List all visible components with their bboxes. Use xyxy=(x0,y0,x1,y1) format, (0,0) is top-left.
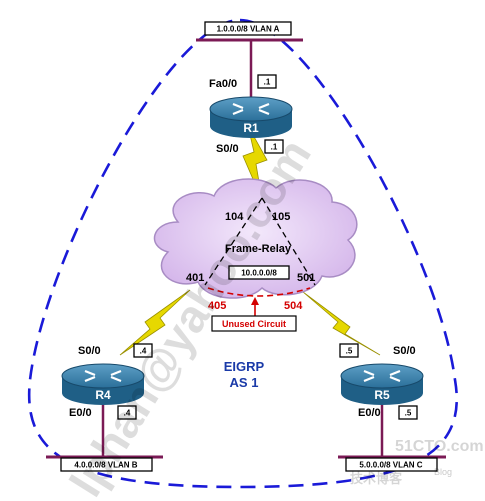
vlan-a-label: 1.0.0.0/8 VLAN A xyxy=(217,25,280,34)
r4-s-interface: S0/0 xyxy=(78,345,101,357)
eigrp-domain-boundary xyxy=(27,18,458,489)
r5-s-interface: S0/0 xyxy=(393,345,416,357)
r5-e-ip: .5 xyxy=(405,409,412,418)
unused-circuit-label: Unused Circuit xyxy=(222,319,286,329)
frame-relay-net-label: 10.0.0.0/8 xyxy=(241,269,277,278)
vlan-c-label-box xyxy=(345,457,438,472)
eigrp-as-label: AS 1 xyxy=(230,375,259,390)
router-r5 xyxy=(340,363,424,405)
r4-s-ip: .4 xyxy=(140,347,147,356)
unused-circuit-arrow-head xyxy=(251,297,259,305)
blog-watermark: Blog xyxy=(434,467,452,477)
router-r1-name: R1 xyxy=(243,121,259,135)
vlan-a-label-box xyxy=(204,21,292,36)
r1-s-interface: S0/0 xyxy=(216,143,239,155)
router-r4 xyxy=(61,363,145,405)
vlan-b-label: 4.0.0.0/8 VLAN B xyxy=(74,461,137,470)
blog-cn-watermark: 技术博客 xyxy=(350,471,403,486)
site-watermark: 51CTO.com xyxy=(395,438,484,455)
r5-s-ip: .5 xyxy=(346,347,353,356)
r4-s-ip-box xyxy=(133,343,153,358)
r1-fa-ip: .1 xyxy=(264,78,271,87)
dlci-504: 504 xyxy=(284,300,303,312)
frame-relay-cloud xyxy=(153,178,358,299)
pvc-105-501 xyxy=(261,197,316,286)
dlci-401: 401 xyxy=(186,272,204,284)
frame-relay-net-box xyxy=(228,265,290,280)
router-r5-name: R5 xyxy=(374,388,390,402)
vlan-b-label-box xyxy=(60,457,153,472)
dlci-405: 405 xyxy=(208,300,226,312)
eigrp-label: EIGRP xyxy=(224,359,265,374)
r4-e-ip-box xyxy=(117,405,137,420)
r5-e-interface: E0/0 xyxy=(358,407,381,419)
r4-e-ip: .4 xyxy=(124,409,131,418)
router-r4-name: R4 xyxy=(95,388,111,402)
dlci-104: 104 xyxy=(225,211,244,223)
r1-s-ip-box xyxy=(264,139,284,154)
r5-e-ip-box xyxy=(398,405,418,420)
r4-serial-link xyxy=(119,289,191,356)
frame-relay-label: Frame-Relay xyxy=(225,243,292,255)
r1-fa-interface: Fa0/0 xyxy=(209,78,237,90)
unused-circuit-pvc xyxy=(207,287,311,297)
r1-s-ip: .1 xyxy=(271,143,278,152)
r4-e-interface: E0/0 xyxy=(69,407,92,419)
dlci-501: 501 xyxy=(297,272,315,284)
r5-s-ip-box xyxy=(339,343,359,358)
dlci-105: 105 xyxy=(272,211,290,223)
r1-fa-ip-box xyxy=(257,74,277,89)
unused-circuit-label-box xyxy=(211,315,297,332)
pvc-104-401 xyxy=(204,197,263,286)
router-r1 xyxy=(209,96,293,138)
r5-serial-link xyxy=(302,291,381,356)
vlan-c-label: 5.0.0.0/8 VLAN C xyxy=(359,461,422,470)
